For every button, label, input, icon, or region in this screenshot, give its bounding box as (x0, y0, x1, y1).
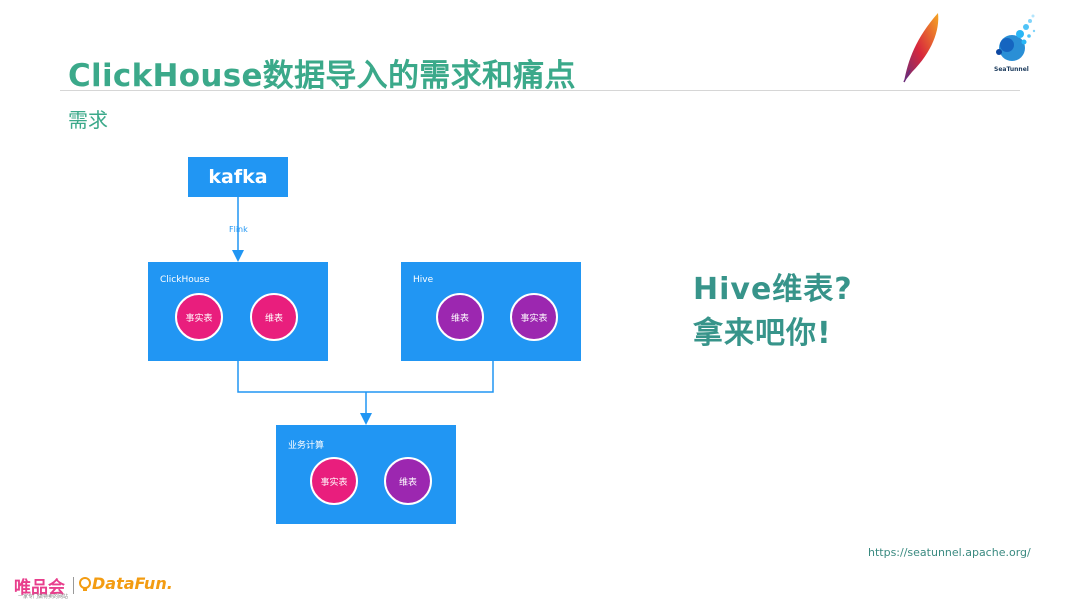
clickhouse-label: ClickHouse (160, 275, 210, 285)
logo-separator (73, 577, 74, 594)
slogan-line-2: 拿来吧你! (693, 316, 832, 351)
hive-label: Hive (413, 275, 434, 285)
compute-fact-table: 事实表 (310, 457, 358, 505)
hive-node: Hive 维表 事实表 (401, 262, 581, 361)
hive-dim-table: 维表 (436, 293, 484, 341)
compute-dim-table: 维表 (384, 457, 432, 505)
seatunnel-logo-icon (996, 14, 1036, 61)
vip-tagline: 一家专门做特卖的网站 (18, 594, 69, 600)
datafun-logo: DataFun. (92, 574, 173, 593)
apache-feather-icon (903, 13, 939, 83)
datafun-bulb-icon (79, 577, 91, 591)
business-compute-label: 业务计算 (288, 441, 325, 451)
vip-logo: 唯品会 (14, 578, 65, 598)
kafka-node: kafka (188, 157, 288, 197)
clickhouse-node: ClickHouse 事实表 维表 (148, 262, 328, 361)
title-divider (60, 90, 1020, 91)
business-compute-node: 业务计算 事实表 维表 (276, 425, 456, 524)
merge-connector (237, 361, 494, 393)
slogan-line-1: Hive维表? (693, 272, 853, 307)
section-subtitle: 需求 (68, 108, 108, 132)
clickhouse-fact-table: 事实表 (175, 293, 223, 341)
clickhouse-dim-table: 维表 (250, 293, 298, 341)
flink-edge-label: Flink (229, 225, 248, 234)
seatunnel-logo-text: SeaTunnel (994, 66, 1029, 73)
seatunnel-url[interactable]: https://seatunnel.apache.org/ (868, 546, 1031, 559)
slide-title: ClickHouse数据导入的需求和痛点 (68, 58, 576, 94)
hive-fact-table: 事实表 (510, 293, 558, 341)
